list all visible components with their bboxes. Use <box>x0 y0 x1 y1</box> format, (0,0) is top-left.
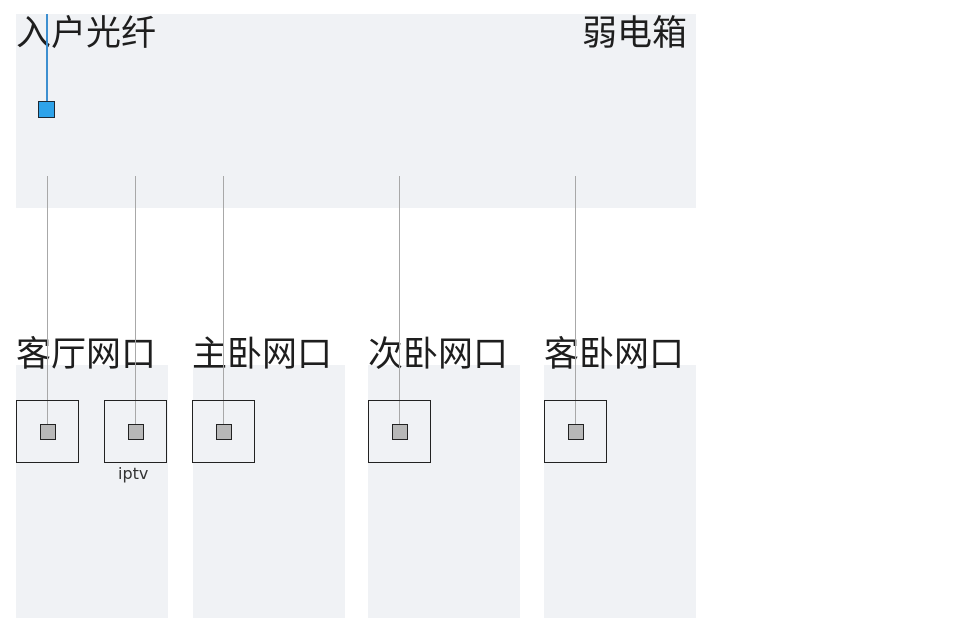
outlet-label-master: 主卧网口 <box>192 335 333 375</box>
network-socket-icon <box>192 400 255 463</box>
room-panel-living <box>16 365 168 618</box>
network-socket-icon <box>16 400 79 463</box>
socket-port <box>39 423 56 440</box>
socket-port <box>391 423 408 440</box>
outlet-label-second: 次卧网口 <box>368 335 509 375</box>
room-panel-second <box>368 365 520 618</box>
wire-second <box>399 176 400 432</box>
fiber-node-icon <box>38 101 55 118</box>
network-socket-icon <box>368 400 431 463</box>
fiber-line <box>46 14 48 103</box>
weak-current-box-label: 弱电箱 <box>582 14 688 54</box>
weak-current-box-panel <box>16 14 696 208</box>
network-socket-icon <box>544 400 607 463</box>
room-panel-master <box>193 365 345 618</box>
fiber-in-label: 入户光纤 <box>16 14 157 54</box>
wire-guest <box>575 176 576 432</box>
iptv-socket-icon <box>104 400 167 463</box>
wire-master <box>223 176 224 432</box>
room-panel-guest <box>544 365 696 618</box>
wire-living-iptv <box>135 176 136 432</box>
outlet-label-living: 客厅网口 <box>16 335 157 375</box>
socket-port <box>567 423 584 440</box>
wire-living-network <box>47 176 48 432</box>
outlet-label-guest: 客卧网口 <box>544 335 685 375</box>
socket-port <box>127 423 144 440</box>
socket-port <box>215 423 232 440</box>
iptv-label: iptv <box>118 464 149 483</box>
